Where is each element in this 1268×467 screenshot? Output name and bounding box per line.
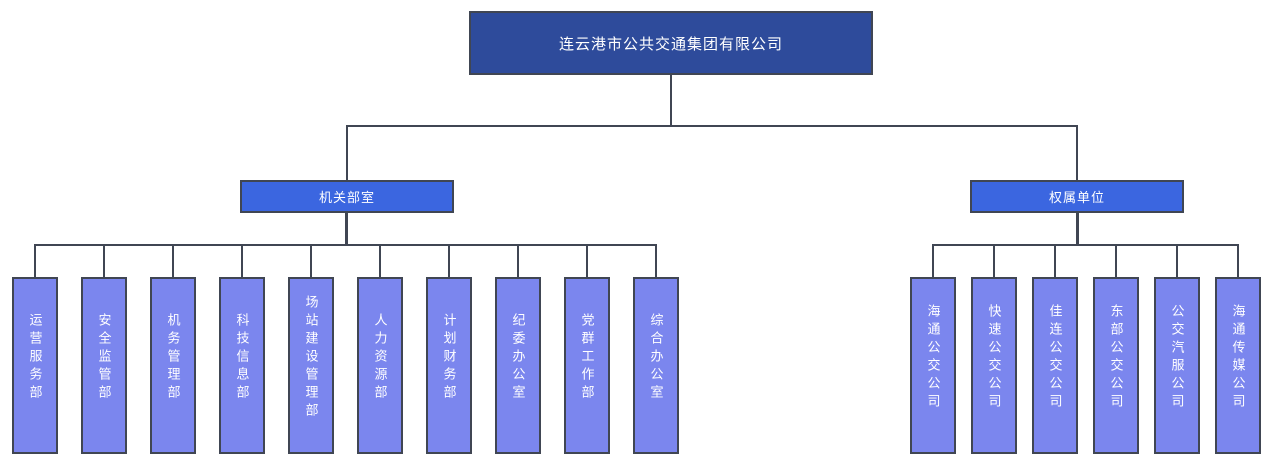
org-node-root-label: 连云港市公共交通集团有限公司	[558, 35, 783, 53]
org-node-leaf-l9-label: 综合办公室	[648, 313, 664, 403]
org-node-leaf-r4-label: 公交汽服公司	[1169, 304, 1185, 412]
org-node-leaf-l7-label: 纪委办公室	[510, 313, 526, 403]
org-node-leaf-r0[interactable]: 海通公交公司	[910, 277, 956, 454]
connector-leaf-r2	[1054, 244, 1056, 277]
org-node-leaf-l0[interactable]: 运营服务部	[12, 277, 58, 454]
org-node-leaf-l6[interactable]: 计划财务部	[426, 277, 472, 454]
connector-leaf-l8	[586, 244, 588, 277]
connector-leaf-l5	[379, 244, 381, 277]
org-node-leaf-l4-label: 场站建设管理部	[303, 295, 319, 421]
org-node-leaf-l9[interactable]: 综合办公室	[633, 277, 679, 454]
org-node-leaf-l1-label: 安全监管部	[96, 313, 112, 403]
org-node-leaf-l2-label: 机务管理部	[165, 313, 181, 403]
connector-root-stem	[670, 75, 672, 125]
connector-leaf-r0	[932, 244, 934, 277]
org-node-leaf-r2-label: 佳连公交公司	[1047, 304, 1063, 412]
connector-leaf-l4	[310, 244, 312, 277]
org-node-leaf-r0-label: 海通公交公司	[925, 304, 941, 412]
connector-leaf-r1	[993, 244, 995, 277]
connector-leaf-l2	[172, 244, 174, 277]
org-node-leaf-r3[interactable]: 东部公交公司	[1093, 277, 1139, 454]
org-node-leaf-r4[interactable]: 公交汽服公司	[1154, 277, 1200, 454]
connector-leaf-l0	[34, 244, 36, 277]
connector-leaf-l1	[103, 244, 105, 277]
org-node-leaf-r5[interactable]: 海通传媒公司	[1215, 277, 1261, 454]
org-node-leaf-l0-label: 运营服务部	[27, 313, 43, 403]
connector-leaf-l3	[241, 244, 243, 277]
org-node-leaf-l3-label: 科技信息部	[234, 313, 250, 403]
org-node-leaf-l3[interactable]: 科技信息部	[219, 277, 265, 454]
org-node-leaf-l4[interactable]: 场站建设管理部	[288, 277, 334, 454]
org-node-branch-0-label: 机关部室	[318, 190, 375, 205]
connector-leaf-l7	[517, 244, 519, 277]
connector-leaf-r5	[1237, 244, 1239, 277]
org-node-branch-1[interactable]: 权属单位	[970, 180, 1184, 213]
connector-branch-0-stem	[345, 213, 348, 245]
org-node-leaf-r3-label: 东部公交公司	[1108, 304, 1124, 412]
org-node-leaf-l5[interactable]: 人力资源部	[357, 277, 403, 454]
org-node-leaf-r5-label: 海通传媒公司	[1230, 304, 1246, 412]
org-node-leaf-l1[interactable]: 安全监管部	[81, 277, 127, 454]
connector-branch-0-bar	[34, 244, 657, 246]
org-node-leaf-r1[interactable]: 快速公交公司	[971, 277, 1017, 454]
connector-branch-1-stem	[1076, 213, 1079, 245]
org-node-branch-1-label: 权属单位	[1048, 190, 1105, 205]
org-node-leaf-l2[interactable]: 机务管理部	[150, 277, 196, 454]
org-node-leaf-r2[interactable]: 佳连公交公司	[1032, 277, 1078, 454]
connector-branch-1-bar	[932, 244, 1238, 246]
connector-branch-0-drop	[346, 125, 348, 181]
org-node-branch-0[interactable]: 机关部室	[240, 180, 454, 213]
org-node-leaf-l8-label: 党群工作部	[579, 313, 595, 403]
org-node-root[interactable]: 连云港市公共交通集团有限公司	[469, 11, 873, 75]
org-node-leaf-r1-label: 快速公交公司	[986, 304, 1002, 412]
connector-level2-bar	[346, 125, 1078, 127]
org-node-leaf-l6-label: 计划财务部	[441, 313, 457, 403]
connector-leaf-l9	[655, 244, 657, 277]
org-node-leaf-l8[interactable]: 党群工作部	[564, 277, 610, 454]
connector-leaf-l6	[448, 244, 450, 277]
org-node-leaf-l5-label: 人力资源部	[372, 313, 388, 403]
connector-leaf-r4	[1176, 244, 1178, 277]
org-node-leaf-l7[interactable]: 纪委办公室	[495, 277, 541, 454]
connector-leaf-r3	[1115, 244, 1117, 277]
connector-branch-1-drop	[1076, 125, 1078, 181]
